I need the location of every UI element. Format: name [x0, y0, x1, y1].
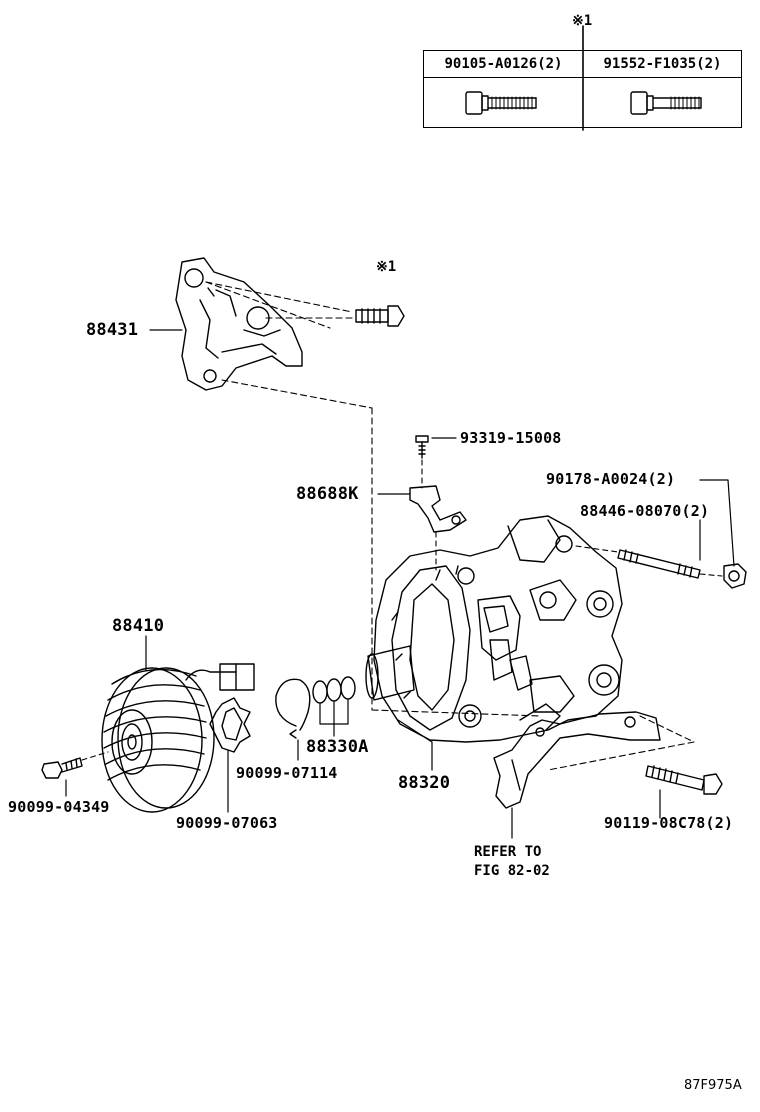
shim-rings-88330A — [312, 676, 356, 704]
table-header-divider — [424, 77, 741, 78]
clutch-88410 — [101, 663, 255, 813]
label-90119-08C78: 90119-08C78(2) — [604, 814, 734, 832]
stud-88446 — [617, 549, 701, 579]
reference-table: 90105-A0126(2) 91552-F1035(2) — [423, 50, 742, 128]
label-88410: 88410 — [112, 616, 165, 636]
label-90178-A0024: 90178-A0024(2) — [546, 470, 676, 488]
mount-bracket — [493, 711, 661, 809]
shim-90099-07063 — [209, 697, 251, 753]
screw-93319 — [415, 435, 429, 459]
refer-note-line1: REFER TO — [474, 844, 542, 860]
snap-ring — [275, 678, 311, 739]
label-88330A: 88330A — [306, 737, 369, 757]
bracket-bolt-marker: ※1 — [376, 259, 397, 275]
label-93319-15008: 93319-15008 — [460, 429, 562, 447]
table-bolt-icon-1 — [465, 91, 537, 115]
label-88446-08070: 88446-08070(2) — [580, 502, 710, 520]
table-header-1: 90105-A0126(2) — [444, 56, 563, 72]
clip-88688K — [409, 485, 467, 533]
label-90099-07063: 90099-07063 — [176, 814, 278, 832]
pulley-bolt — [41, 757, 83, 779]
label-90099-07114: 90099-07114 — [236, 764, 338, 782]
label-88688K: 88688K — [296, 484, 359, 504]
bracket-bolt — [355, 305, 405, 327]
table-header-2: 91552-F1035(2) — [603, 56, 722, 72]
label-90099-04349: 90099-04349 — [8, 798, 110, 816]
nut-90178 — [723, 563, 747, 589]
compressor-88320 — [365, 515, 623, 743]
lower-bolt-90119 — [645, 765, 723, 795]
label-88320: 88320 — [398, 773, 451, 793]
refer-note-line2: FIG 82-02 — [474, 863, 550, 879]
figure-code: 87F975A — [684, 1078, 742, 1093]
label-88431: 88431 — [86, 320, 139, 340]
table-bolt-icon-2 — [630, 91, 702, 115]
table-marker: ※1 — [572, 13, 593, 29]
bracket-dash-lines — [205, 281, 373, 711]
bracket-88431 — [175, 257, 303, 391]
